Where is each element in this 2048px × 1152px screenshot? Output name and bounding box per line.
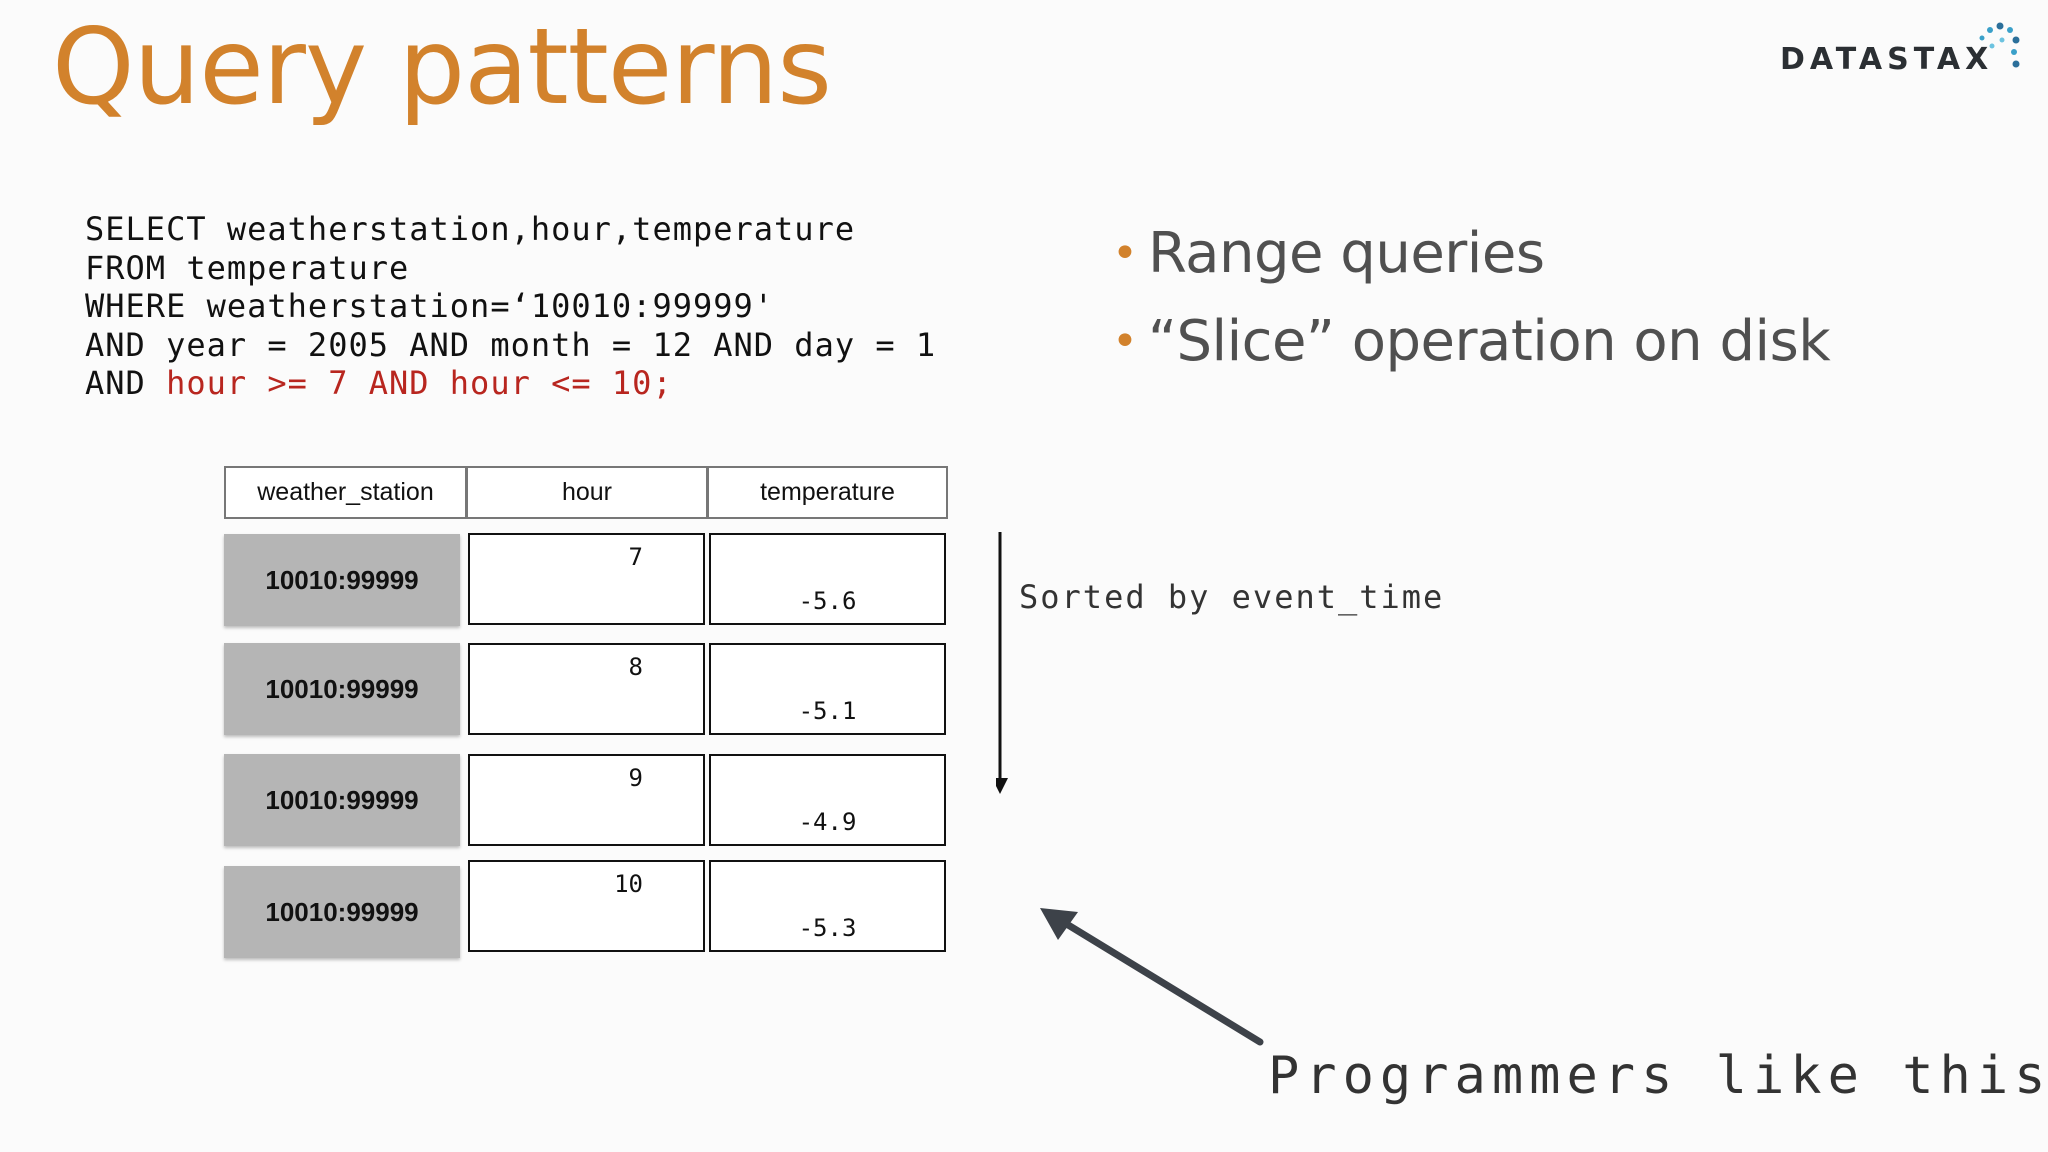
header-hour: hour <box>466 466 708 519</box>
logo-text: DATASTAX <box>1780 42 1994 77</box>
bullet-dot-icon: • <box>1112 228 1138 279</box>
temperature-value: -5.3 <box>798 914 857 942</box>
hour-value: 7 <box>628 543 643 571</box>
temperature-value: -4.9 <box>798 808 857 836</box>
bullet-slice-operation: •“Slice” operation on disk <box>1112 298 1831 386</box>
pointer-arrow-icon <box>1040 908 1264 1046</box>
header-weather-station: weather_station <box>224 466 467 519</box>
sorted-by-label: Sorted by event_time <box>1019 578 1445 616</box>
code-line-5-prefix: AND <box>85 364 167 402</box>
temperature-cell: -5.6 <box>709 533 946 625</box>
temperature-cell: -4.9 <box>709 754 946 846</box>
range-clause-highlight: hour >= 7 AND hour <= 10; <box>166 364 673 402</box>
temperature-cell: -5.1 <box>709 643 946 735</box>
hour-value: 9 <box>628 764 643 792</box>
bullet-list: •Range queries •“Slice” operation on dis… <box>1112 210 1831 386</box>
station-cell: 10010:99999 <box>224 643 460 735</box>
hour-cell: 10 <box>468 860 705 952</box>
datastax-logo: DATASTAX <box>1780 22 2040 84</box>
hour-cell: 9 <box>468 754 705 846</box>
temperature-value: -5.6 <box>798 587 857 615</box>
header-temperature: temperature <box>707 466 948 519</box>
bullet-text: “Slice” operation on disk <box>1148 309 1831 374</box>
programmers-like-this-label: Programmers like this <box>1268 1046 2048 1106</box>
station-cell: 10010:99999 <box>224 534 460 626</box>
code-line-5: AND hour >= 7 AND hour <= 10; <box>85 364 936 403</box>
hour-value: 8 <box>628 653 643 681</box>
hour-cell: 7 <box>468 533 705 625</box>
bullet-range-queries: •Range queries <box>1112 210 1830 298</box>
slide-title: Query patterns <box>52 6 832 128</box>
logo-dots-icon <box>1979 22 2020 68</box>
bullet-dot-icon: • <box>1112 316 1138 367</box>
code-line-1: SELECT weatherstation,hour,temperature <box>85 210 856 248</box>
hour-value: 10 <box>614 870 643 898</box>
code-line-2: FROM temperature <box>85 248 410 287</box>
station-cell: 10010:99999 <box>224 754 460 846</box>
hour-cell: 8 <box>468 643 705 735</box>
temperature-cell: -5.3 <box>709 860 946 952</box>
temperature-value: -5.1 <box>798 697 857 725</box>
bullet-text: Range queries <box>1148 221 1545 286</box>
down-arrow-icon <box>996 532 1008 794</box>
code-line-4: AND year = 2005 AND month = 12 AND day =… <box>85 325 937 364</box>
station-cell: 10010:99999 <box>224 866 460 958</box>
code-line-3: WHERE weatherstation=‘10010:99999' <box>85 287 775 325</box>
